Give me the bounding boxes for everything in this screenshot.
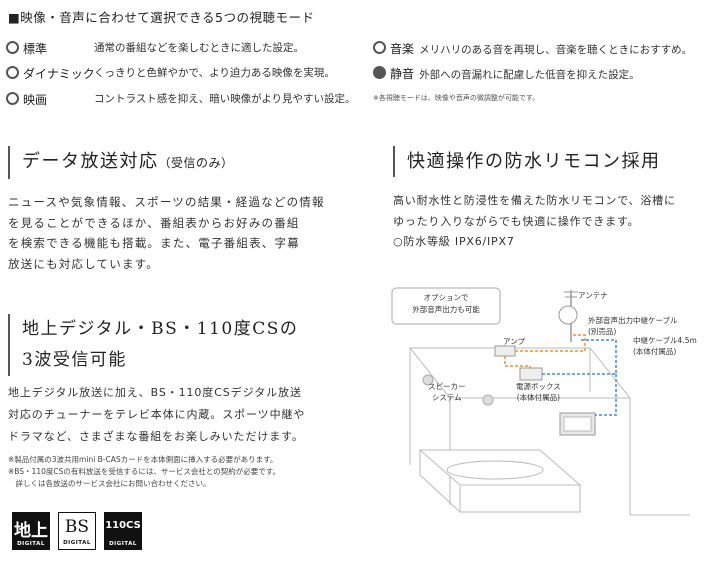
body-line: 地上デジタル放送に加え、BS・110度CSデジタル放送 — [8, 386, 302, 399]
mode-item-movie: 映画 — [6, 89, 47, 108]
mode-item-standard: 標準 — [6, 38, 47, 57]
ext-cable-label: 外部音声出力中継ケーブル (別売品) — [588, 316, 678, 336]
logo-sub: DIGITAL — [17, 541, 45, 547]
tuner-notes: ※製品付属の3波共用mini B-CASカードを本体側面に挿入する必要があります… — [8, 454, 280, 490]
power-box-label: 電源ボックス (本体付属品) — [516, 382, 561, 402]
mode-desc: くっきりと色鮮やかで、より迫力ある映像を実現。 — [94, 67, 335, 79]
note-line: 詳しくは各放送のサービス会社にお問い合わせください。 — [8, 479, 211, 488]
mode-name: 映画 — [23, 93, 48, 107]
power-box-icon — [519, 367, 543, 381]
note-line: ※BS・110度CSの有料放送を受信するには、サービス会社との契約が必要です。 — [8, 467, 281, 476]
orange-cable — [504, 356, 531, 368]
amp-icon — [494, 345, 516, 357]
cs-digital-logo: 110CS DIGITAL — [104, 512, 142, 550]
mode-name: ダイナミック — [23, 67, 95, 81]
blue-cable — [595, 374, 617, 416]
mode-desc: コントラスト感を抑え、暗い映像がより見やすい設定。 — [94, 93, 356, 105]
body-line: ニュースや気象情報、スポーツの結果・経過などの情報 — [8, 195, 325, 209]
logo-sub: DIGITAL — [63, 540, 91, 546]
mode-desc: 外部への音漏れに配慮した低音を抑えた設定。 — [419, 69, 640, 81]
terrestrial-digital-logo: 地上 DIGITAL — [12, 512, 50, 550]
option-callout — [391, 287, 501, 325]
amp-label: アンプ — [503, 337, 525, 346]
circle-icon — [373, 41, 386, 54]
mode-name: 標準 — [23, 42, 48, 56]
body-line: ゆったり入りながらでも快適に操作できます。 — [393, 214, 640, 228]
filled-circle-icon — [373, 66, 386, 79]
circle-icon — [6, 66, 19, 79]
logo-mark: 110CS — [105, 520, 141, 531]
circle-icon — [6, 92, 19, 105]
logo-mark: 地上 — [14, 521, 48, 541]
logo-mark: BS — [64, 517, 90, 537]
heading-line: 3波受信可能 — [22, 350, 127, 370]
bathroom-diagram — [391, 287, 690, 516]
speaker-icon — [482, 394, 494, 406]
rating-text: ○防水等級 IPX6/IPX7 — [393, 235, 515, 248]
bs-digital-logo: BS DIGITAL — [58, 512, 96, 550]
mode-item-dynamic: ダイナミック — [6, 63, 95, 82]
mode-desc: 通常の番組などを楽しむときに適した設定。 — [94, 42, 304, 54]
speaker-label: スピーカー システム — [428, 382, 466, 402]
body-line: を見ることができるほか、番組表からお好みの番組 — [8, 215, 300, 230]
tuner-heading: 地上デジタル・BS・110度CSの 3波受信可能 — [8, 314, 298, 376]
remote-heading: 快適操作の防水リモコン採用 — [393, 146, 661, 177]
mode-name: 静音 — [390, 67, 415, 81]
mode-desc: メリハリのある音を再現し、音楽を聴くときにおすすめ。 — [419, 44, 693, 56]
antenna-dish-icon — [558, 305, 578, 325]
speaker-icon — [422, 374, 434, 386]
antenna-label: アンテナ — [578, 291, 608, 300]
relay-cable-label: 中継ケーブル4.5m (本体付属品) — [633, 336, 697, 356]
blue-cable — [542, 339, 617, 375]
data-broadcast-body: ニュースや気象情報、スポーツの結果・経過などの情報 を見ることができるほか、番組… — [8, 192, 325, 274]
tuner-body: 地上デジタル放送に加え、BS・110度CSデジタル放送 対応のチューナーをテレビ… — [8, 382, 305, 448]
circle-icon — [6, 41, 19, 54]
heading-text: データ放送対応 — [22, 151, 159, 172]
note-line: ※製品付属の3波共用mini B-CASカードを本体側面に挿入する必要があります… — [8, 455, 278, 464]
mode-name: 音楽 — [390, 42, 415, 56]
option-label: オプションで 外部音声出力も可能 — [412, 293, 480, 314]
body-line: 高い耐水性と防浸性を備えた防水リモコンで、浴槽に — [393, 194, 676, 207]
heading-sub: （受信のみ） — [158, 156, 234, 170]
data-broadcast-heading: データ放送対応（受信のみ） — [8, 146, 234, 179]
mode-item-quiet: 静音 外部への音漏れに配慮した低音を抑えた設定。 — [373, 63, 640, 82]
body-line: 放送にも対応しています。 — [8, 256, 159, 271]
heading-line: 地上デジタル・BS・110度CSの — [22, 319, 299, 339]
body-line: ドラマなど、さまざまな番組をお楽しみいただけます。 — [8, 430, 304, 443]
mode-item-music: 音楽 メリハリのある音を再現し、音楽を聴くときにおすすめ。 — [373, 38, 692, 57]
modes-title: ■映像・音声に合わせて選択できる5つの視聴モード — [8, 10, 315, 25]
body-line: を検索できる機能も搭載。また、電子番組表、字幕 — [8, 236, 300, 250]
modes-note: ※各視聴モードは、映像や音声の微調整が可能です。 — [373, 94, 540, 102]
logo-sub: DIGITAL — [109, 541, 137, 547]
body-line: 対応のチューナーをテレビ本体に内蔵。スポーツ中継や — [8, 408, 306, 421]
remote-body: 高い耐水性と防浸性を備えた防水リモコンで、浴槽に ゆったり入りながらでも快適に操… — [393, 191, 676, 253]
orange-cable — [515, 334, 586, 352]
